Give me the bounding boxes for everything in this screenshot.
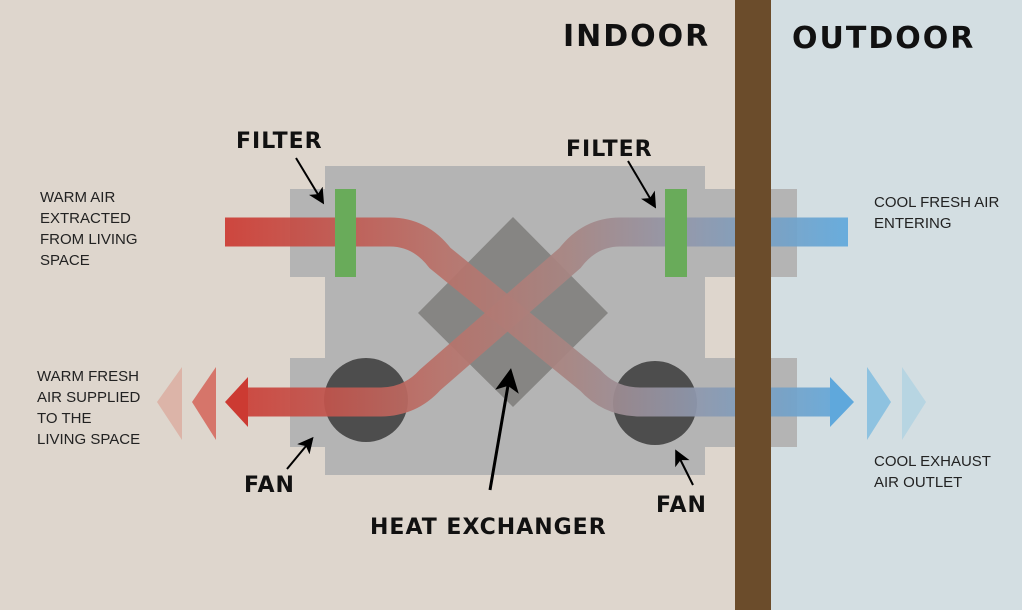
cool-exhaust-label: COOL EXHAUST AIR OUTLET [874,453,991,491]
cool-entering-label: COOL FRESH AIR ENTERING [874,194,999,232]
exhaust-chevron-2 [867,367,891,440]
outdoor-heading: OUTDOOR [792,21,975,56]
wall [735,0,771,610]
filter-right [665,189,687,277]
svg-text:LIVING SPACE: LIVING SPACE [37,431,140,448]
svg-text:WARM AIR: WARM AIR [40,189,115,206]
filter-right-label: FILTER [566,137,653,162]
warm-extracted-label: WARM AIR EXTRACTED FROM LIVING SPACE [40,189,138,269]
supply-chevron-2 [192,367,216,440]
filter-right-pointer [627,160,657,209]
warm-supplied-label: WARM FRESH AIR SUPPLIED TO THE LIVING SP… [37,368,141,448]
svg-text:WARM FRESH: WARM FRESH [37,368,139,385]
svg-text:COOL FRESH AIR: COOL FRESH AIR [874,194,999,211]
filter-left [335,189,356,277]
fan-right-label: FAN [656,493,707,518]
exhaust-chevron-3 [902,367,926,440]
fan-left-pointer [286,436,314,470]
heat-exchanger-label: HEAT EXCHANGER [370,515,607,540]
svg-text:AIR OUTLET: AIR OUTLET [874,474,962,491]
filter-left-pointer [295,157,325,205]
svg-text:SPACE: SPACE [40,252,90,269]
supply-airflow [245,217,848,417]
outdoor-zone [771,0,1022,610]
supply-arrow-head [225,377,248,427]
svg-text:TO THE: TO THE [37,410,91,427]
supply-chevron-3 [157,367,182,440]
fan-left-label: FAN [244,473,295,498]
svg-text:ENTERING: ENTERING [874,215,952,232]
indoor-heading: INDOOR [563,19,710,54]
filter-left-label: FILTER [236,129,323,154]
svg-text:FROM LIVING: FROM LIVING [40,231,138,248]
svg-text:EXTRACTED: EXTRACTED [40,210,131,227]
exhaust-arrow-head [830,377,854,427]
svg-text:AIR SUPPLIED: AIR SUPPLIED [37,389,141,406]
svg-text:COOL EXHAUST: COOL EXHAUST [874,453,991,470]
heat-exchanger-pointer [488,368,519,491]
fan-right-pointer [675,449,694,486]
